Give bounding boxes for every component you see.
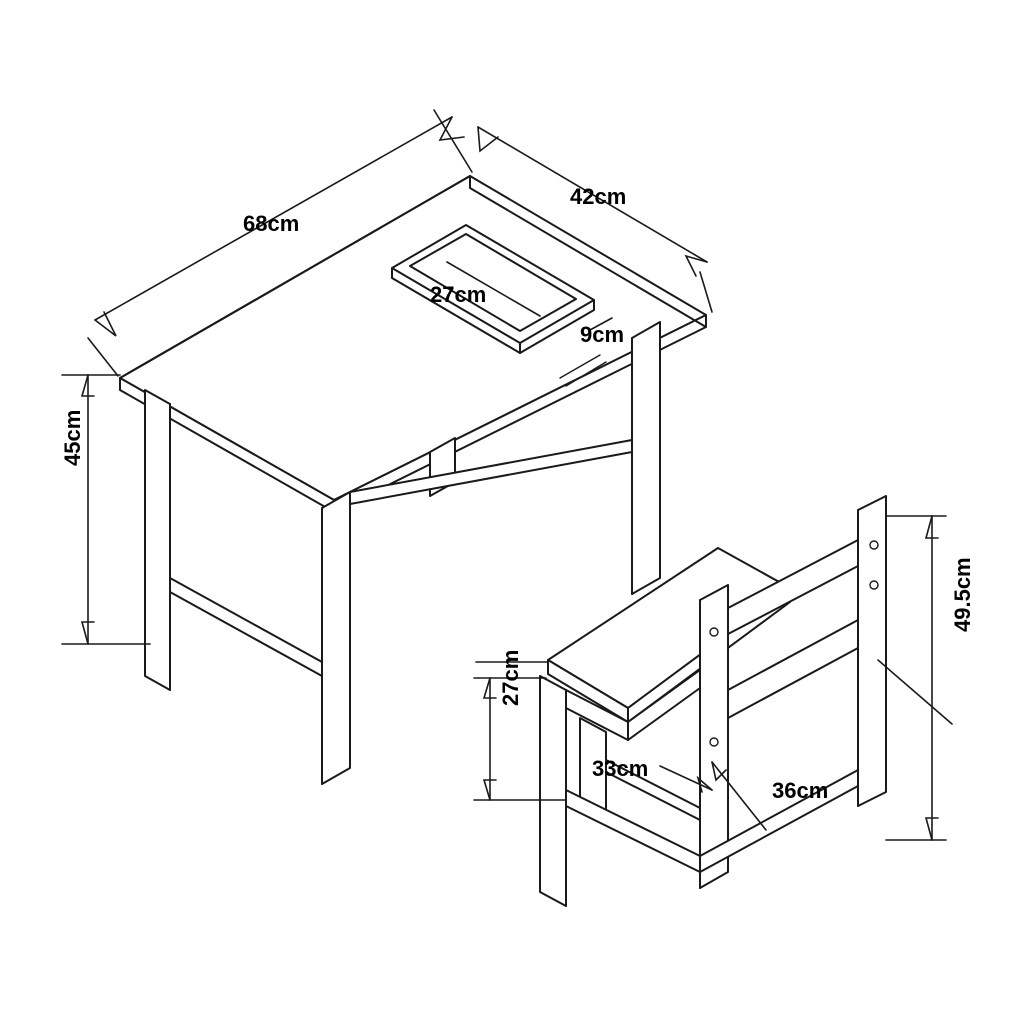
dim-line-chair-seat-depth xyxy=(659,765,713,791)
pencil-groove-lip xyxy=(559,354,601,379)
desk-stretcher-front xyxy=(169,577,323,677)
pencil-groove-front-wall xyxy=(391,267,521,354)
leader-chair-backrest xyxy=(877,659,953,725)
pencil-groove-right-wall xyxy=(519,299,595,354)
dim-line-groove-width xyxy=(589,317,613,331)
ext-line-desk-width-right xyxy=(433,109,473,173)
dim-label-desk-width: 68cm xyxy=(243,211,300,236)
dim-label-chair-seat-depth: 33cm xyxy=(592,756,649,781)
dim-label-desk-depth: 42cm xyxy=(570,184,627,209)
chair-leg-front-left xyxy=(539,675,567,907)
dim-arrow-desk-width-left xyxy=(94,311,117,337)
dim-arrow-chair-seat-depth xyxy=(696,775,713,793)
chair-stretcher-short xyxy=(605,759,701,821)
dim-arrow-chair-total-height-bottom xyxy=(924,817,939,841)
chair-back-post-right xyxy=(857,495,887,807)
dim-line-chair-seat-width xyxy=(711,761,767,831)
pencil-groove-inner xyxy=(409,233,577,332)
dim-arrow-desk-height-bottom xyxy=(80,621,95,645)
dim-arrow-chair-seat-height-top xyxy=(482,677,497,699)
dim-label-chair-total-height: 49.5cm xyxy=(950,557,975,632)
dim-line-groove-length xyxy=(446,261,541,317)
dim-arrow-desk-depth-start xyxy=(477,126,499,153)
chair-post-right-screw-2 xyxy=(869,580,879,590)
chair-seat-apron-right xyxy=(627,669,701,741)
dim-arrow-chair-total-height-top xyxy=(924,515,939,539)
ext-line-desk-depth-end xyxy=(699,271,713,313)
dim-label-chair-seat-width: 36cm xyxy=(772,778,829,803)
dim-arrow-chair-seat-height-bottom xyxy=(482,779,497,801)
dim-arrow-desk-height-top xyxy=(80,374,95,397)
dim-arrow-desk-depth-end xyxy=(684,254,708,277)
chair-post-left-screw-2 xyxy=(709,737,719,747)
chair-drawing xyxy=(473,495,953,907)
dim-label-groove-length: 27cm xyxy=(430,282,487,307)
desk-back-lip xyxy=(469,175,707,328)
dim-arrow-desk-width-right xyxy=(438,116,465,141)
desk-leg-front-right xyxy=(321,491,351,785)
ext-line-desk-width-left xyxy=(87,337,119,377)
pencil-groove-lip-2 xyxy=(565,361,607,387)
chair-back-slat-lower xyxy=(727,619,859,719)
chair-post-right-screw-1 xyxy=(869,540,879,550)
dim-line-desk-width xyxy=(94,116,453,321)
dim-arrow-chair-seat-width xyxy=(711,761,727,782)
desk-drawing xyxy=(61,109,713,785)
desk-back-lip-left xyxy=(119,175,471,379)
desk-stretcher-back xyxy=(349,439,633,505)
dim-label-chair-seat-height: 27cm xyxy=(498,649,523,706)
desk-leg-back-right xyxy=(631,321,661,595)
chair-back-slat-upper xyxy=(727,539,859,635)
dim-line-desk-depth xyxy=(477,126,708,263)
dim-label-desk-height: 45cm xyxy=(60,409,85,466)
desk-leg-front-left xyxy=(144,389,171,691)
dim-label-groove-width: 9cm xyxy=(580,322,625,347)
chair-post-left-screw-1 xyxy=(709,627,719,637)
chair-stretcher-right xyxy=(699,769,859,873)
